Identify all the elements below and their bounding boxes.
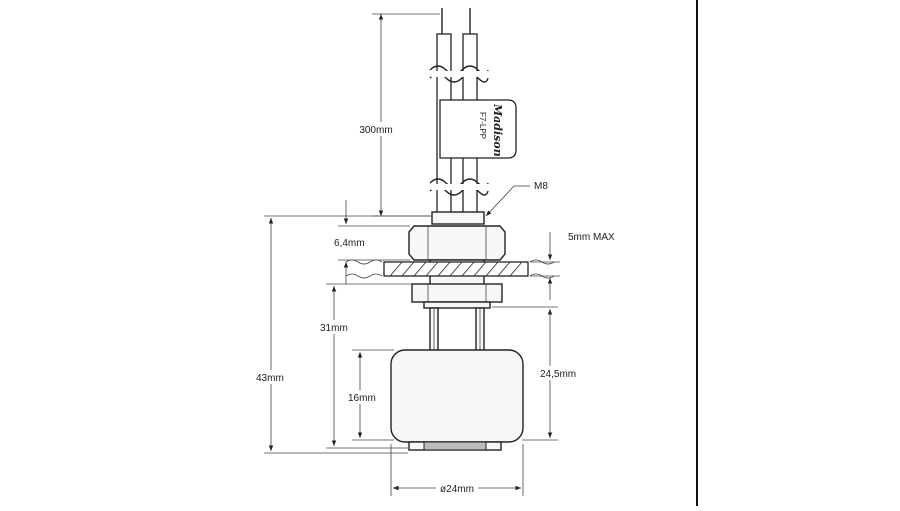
dim-float-travel: 24,5mm: [492, 306, 582, 441]
part-number-label: F7-LPP: [478, 112, 487, 139]
dim-stem-length-text: 31mm: [320, 323, 348, 334]
dim-cable-length: 300mm: [352, 13, 440, 217]
cable-label-tag: Madison F7-LPP: [439, 99, 517, 159]
dim-nut-thickness: 6,4mm: [334, 200, 410, 284]
dim-cable-length-text: 300mm: [359, 125, 392, 136]
dim-nut-thickness-text: 6,4mm: [334, 238, 365, 249]
dim-panel-max-text: 5mm MAX: [568, 232, 615, 243]
mounting-panel: [345, 259, 555, 279]
dim-float-diameter: ø24mm: [390, 444, 524, 496]
dim-overall-height-text: 43mm: [256, 373, 284, 384]
dim-panel-max: 5mm MAX: [530, 232, 615, 300]
dim-float-diameter-text: ø24mm: [440, 484, 474, 495]
dim-float-height: 16mm: [346, 349, 394, 441]
dim-float-travel-text: 24,5mm: [540, 369, 576, 380]
sensor-body: [390, 211, 524, 451]
dim-thread-text: M8: [534, 181, 548, 192]
dim-thread: M8: [485, 181, 548, 217]
dim-overall-height: 43mm: [254, 215, 432, 454]
brand-logo-text: Madison: [491, 103, 504, 157]
dim-stem-length: 31mm: [318, 283, 412, 449]
dim-float-height-text: 16mm: [348, 393, 376, 404]
